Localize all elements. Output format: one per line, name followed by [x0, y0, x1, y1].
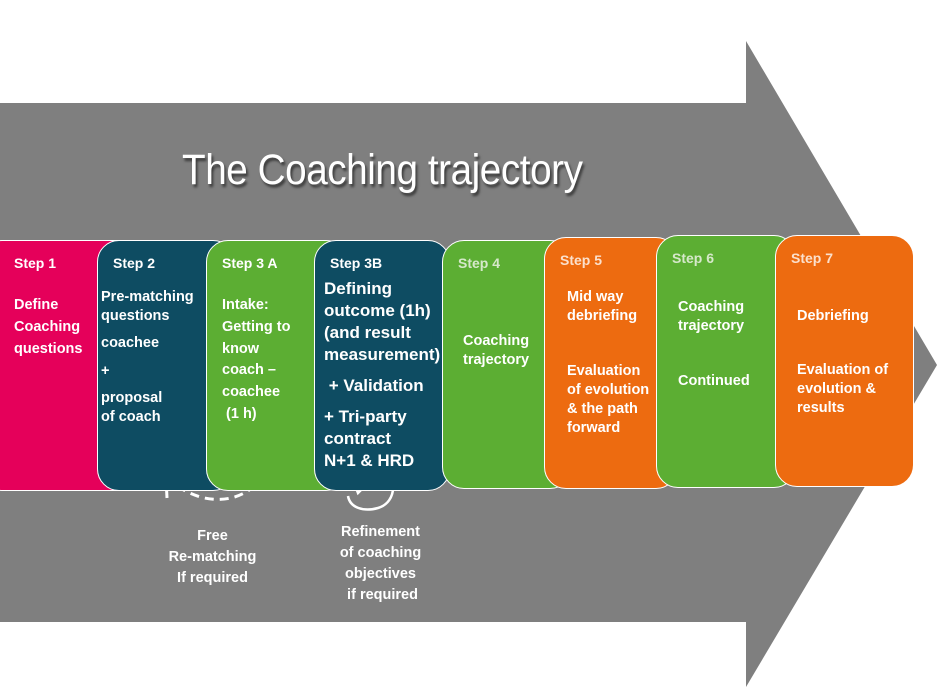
note-line: Refinement: [341, 524, 420, 540]
step-text: questions: [14, 341, 83, 357]
step-text: (1 h): [222, 406, 257, 422]
step-text: (and result: [324, 323, 411, 342]
note-line: of coaching: [339, 545, 422, 561]
step-text: & the path: [567, 401, 638, 417]
step-text: Intake:: [222, 297, 269, 313]
step-text: proposal: [101, 390, 163, 406]
step-text: Debriefing: [797, 308, 869, 324]
step-text: Evaluation: [567, 363, 641, 379]
step-text: + Tri-party: [324, 407, 407, 426]
step-label: Step 6: [672, 250, 715, 266]
step-text: debriefing: [567, 308, 638, 324]
note-line: Free: [197, 528, 228, 544]
step-text: evolution &: [797, 381, 876, 397]
step-6-box: Step 6 Coaching trajectory Continued: [656, 235, 796, 488]
step-text: of coach: [101, 409, 161, 425]
step-text: Pre-matching: [101, 289, 194, 305]
step-text: coach –: [222, 362, 276, 378]
rematching-note: Free Re-matching If required: [150, 526, 275, 589]
step-text: coachee: [101, 335, 160, 351]
note-line: If required: [177, 570, 248, 586]
step-text: Coaching: [14, 319, 81, 335]
step-text: + Validation: [324, 376, 424, 395]
diagram-title: The Coaching trajectory: [182, 146, 583, 194]
step-label: Step 2: [113, 255, 156, 271]
step-text: Getting to: [222, 319, 291, 335]
step-text: trajectory: [678, 318, 745, 334]
step-label: Step 7: [791, 250, 834, 266]
step-text: Evaluation of: [797, 362, 889, 378]
step-text: forward: [567, 420, 621, 436]
step-5-box: Step 5 Mid way debriefing Evaluation of …: [544, 237, 678, 489]
step-text: know: [222, 341, 260, 357]
step-label: Step 3 A: [222, 255, 278, 271]
note-line: Re-matching: [168, 549, 257, 565]
step-3b-box: Step 3B Defining outcome (1h) (and resul…: [314, 240, 450, 491]
step-text: Define: [14, 297, 59, 313]
step-text: Coaching: [678, 299, 745, 315]
step-label: Step 1: [14, 255, 57, 271]
step-text: outcome (1h): [324, 301, 431, 320]
step-text: coachee: [222, 384, 281, 400]
step-text: Defining: [324, 279, 392, 298]
note-line: if required: [343, 587, 418, 603]
step-label: Step 3B: [330, 255, 383, 271]
step-label: Step 4: [458, 255, 501, 271]
step-text: Coaching: [463, 333, 530, 349]
step-text: questions: [101, 308, 170, 324]
step-text: contract: [324, 429, 392, 448]
step-label: Step 5: [560, 252, 603, 268]
step-text: results: [797, 400, 845, 416]
step-text: Continued: [678, 373, 750, 389]
step-text: of evolution: [567, 382, 650, 398]
note-line: objectives: [345, 566, 416, 582]
refinement-note: Refinement of coaching objectives if req…: [318, 522, 443, 606]
step-7-box: Step 7 Debriefing Evaluation of evolutio…: [775, 235, 914, 487]
step-text: +: [101, 363, 110, 379]
step-text: trajectory: [463, 352, 530, 368]
step-text: measurement): [324, 345, 441, 364]
step-text: N+1 & HRD: [324, 451, 415, 470]
step-text: Mid way: [567, 289, 624, 305]
